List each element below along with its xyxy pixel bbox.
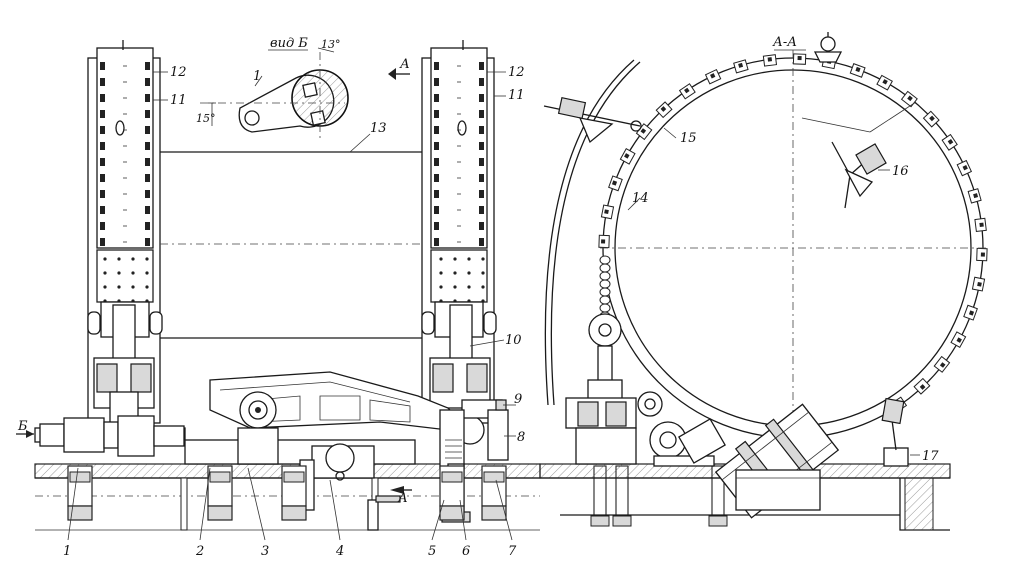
callout-4: 4	[335, 544, 344, 559]
callout-2: 2	[195, 544, 204, 559]
callout-1-top: 1	[253, 69, 261, 84]
front-view	[16, 40, 728, 541]
chain-links	[599, 255, 611, 321]
left-column	[87, 40, 163, 435]
arrow-b-label: Б	[17, 419, 28, 434]
hydraulic-cylinder	[714, 403, 840, 519]
callout-17: 17	[922, 449, 939, 464]
callout-9: 9	[514, 392, 522, 407]
angle-13-label: 13°	[321, 38, 341, 51]
callout-7: 7	[508, 544, 517, 559]
arrow-a-bottom-label: А	[397, 491, 408, 506]
callout-12-right: 12	[508, 65, 525, 80]
tension-device-right	[801, 101, 917, 209]
callout-3: 3	[261, 544, 269, 559]
right-bolt-plate	[430, 249, 488, 303]
section-view	[539, 32, 990, 531]
callout-5: 5	[428, 544, 436, 559]
arrow-a-top-label: А	[399, 57, 410, 72]
drum-segments	[598, 53, 988, 413]
callout-8: 8	[517, 430, 525, 445]
callout-13: 13	[370, 121, 387, 136]
left-bolt-plate	[96, 249, 154, 303]
leader-lines-front	[67, 71, 516, 541]
lever-detail-view	[200, 47, 349, 140]
support-post	[565, 313, 637, 465]
callout-12-left: 12	[170, 65, 187, 80]
angle-15-label: 15°	[196, 112, 216, 125]
rocking-arm	[209, 371, 464, 465]
callout-15: 15	[680, 131, 697, 146]
column-bolt-marks	[100, 62, 484, 246]
callout-10: 10	[505, 333, 522, 348]
view-b-label: вид Б	[270, 36, 308, 51]
labels: вид Б 13° 15° А-А А А Б 1 1 2 3 4 5 6 7 …	[17, 35, 939, 559]
bracket-17	[881, 397, 909, 467]
section-aa-label: А-А	[772, 35, 797, 50]
pulley-assembly	[299, 443, 401, 531]
right-column	[421, 40, 497, 424]
callout-6: 6	[462, 544, 470, 559]
callout-16: 16	[892, 164, 909, 179]
roller-unit	[637, 391, 726, 467]
callout-1: 1	[63, 544, 71, 559]
tension-device-left	[543, 96, 642, 144]
callout-11-left: 11	[170, 93, 187, 108]
foundation-bolts	[67, 465, 728, 527]
callout-11-right: 11	[508, 88, 525, 103]
